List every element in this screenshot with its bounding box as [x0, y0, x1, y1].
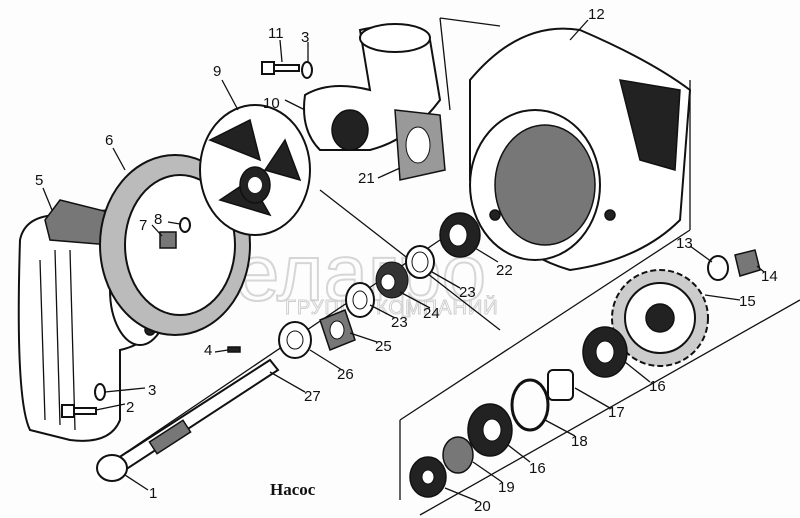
label-5: 5: [35, 172, 43, 189]
nut-part-7: [159, 231, 177, 249]
label-24: 24: [423, 305, 440, 322]
label-3-b: 3: [148, 382, 156, 399]
nut-part-20: [409, 456, 447, 498]
bearing-part-16: [582, 326, 628, 378]
label-23-b: 23: [391, 314, 408, 331]
label-16-b: 16: [529, 460, 546, 477]
pump-cover-part-12: [469, 27, 692, 272]
washer-part-8: [179, 217, 191, 233]
bearing-part-16-b: [467, 403, 513, 457]
label-7: 7: [139, 217, 147, 234]
snap-ring-part-18: [510, 378, 550, 432]
label-27: 27: [304, 388, 321, 405]
label-13: 13: [676, 235, 693, 252]
impeller-part-9: [199, 104, 311, 236]
bolt-part-11: [261, 61, 300, 75]
label-9: 9: [213, 63, 221, 80]
label-20: 20: [474, 498, 491, 515]
label-22: 22: [496, 262, 513, 279]
leader-lines: [42, 19, 765, 502]
label-14: 14: [761, 268, 778, 285]
seal-holder-part-25: [319, 309, 356, 351]
spring-part-24: [375, 261, 409, 299]
label-26: 26: [337, 366, 354, 383]
seal-ring-part-23: [405, 245, 435, 279]
label-23: 23: [459, 284, 476, 301]
label-17: 17: [608, 404, 625, 421]
sleeve-part-17: [547, 369, 574, 401]
label-8: 8: [154, 211, 162, 228]
label-15: 15: [739, 293, 756, 310]
gear-part-15: [611, 269, 709, 367]
shaft-part-27: [96, 358, 280, 482]
label-6: 6: [105, 132, 113, 149]
washer-part-13: [707, 255, 729, 281]
label-1: 1: [149, 485, 157, 502]
nut-part-14: [734, 249, 761, 277]
part-labels: 11 3 12 9 10 6 21 5 7 8 22 13 14 23 15 2…: [35, 6, 778, 515]
label-11: 11: [268, 25, 284, 42]
watermark-subtitle: ГРУППА КОМПАНИЙ: [285, 295, 499, 319]
diagram-title: Насос: [270, 480, 316, 499]
label-19: 19: [498, 479, 515, 496]
label-3: 3: [301, 29, 309, 46]
label-12: 12: [588, 6, 605, 23]
washer-part-26: [278, 321, 312, 359]
seal-ring-part-23-b: [345, 282, 375, 318]
gasket-part-21: [394, 109, 446, 181]
label-18: 18: [571, 433, 588, 450]
key-part-4: [227, 346, 241, 353]
bearing-part-22: [439, 212, 481, 258]
washer-part-3: [301, 61, 313, 79]
bolt-part-2: [61, 383, 106, 418]
label-4: 4: [204, 342, 212, 359]
washer-part-19: [442, 436, 474, 474]
label-10: 10: [263, 95, 280, 112]
label-21: 21: [358, 170, 375, 187]
label-16: 16: [649, 378, 666, 395]
label-25: 25: [375, 338, 392, 355]
label-2: 2: [126, 399, 134, 416]
